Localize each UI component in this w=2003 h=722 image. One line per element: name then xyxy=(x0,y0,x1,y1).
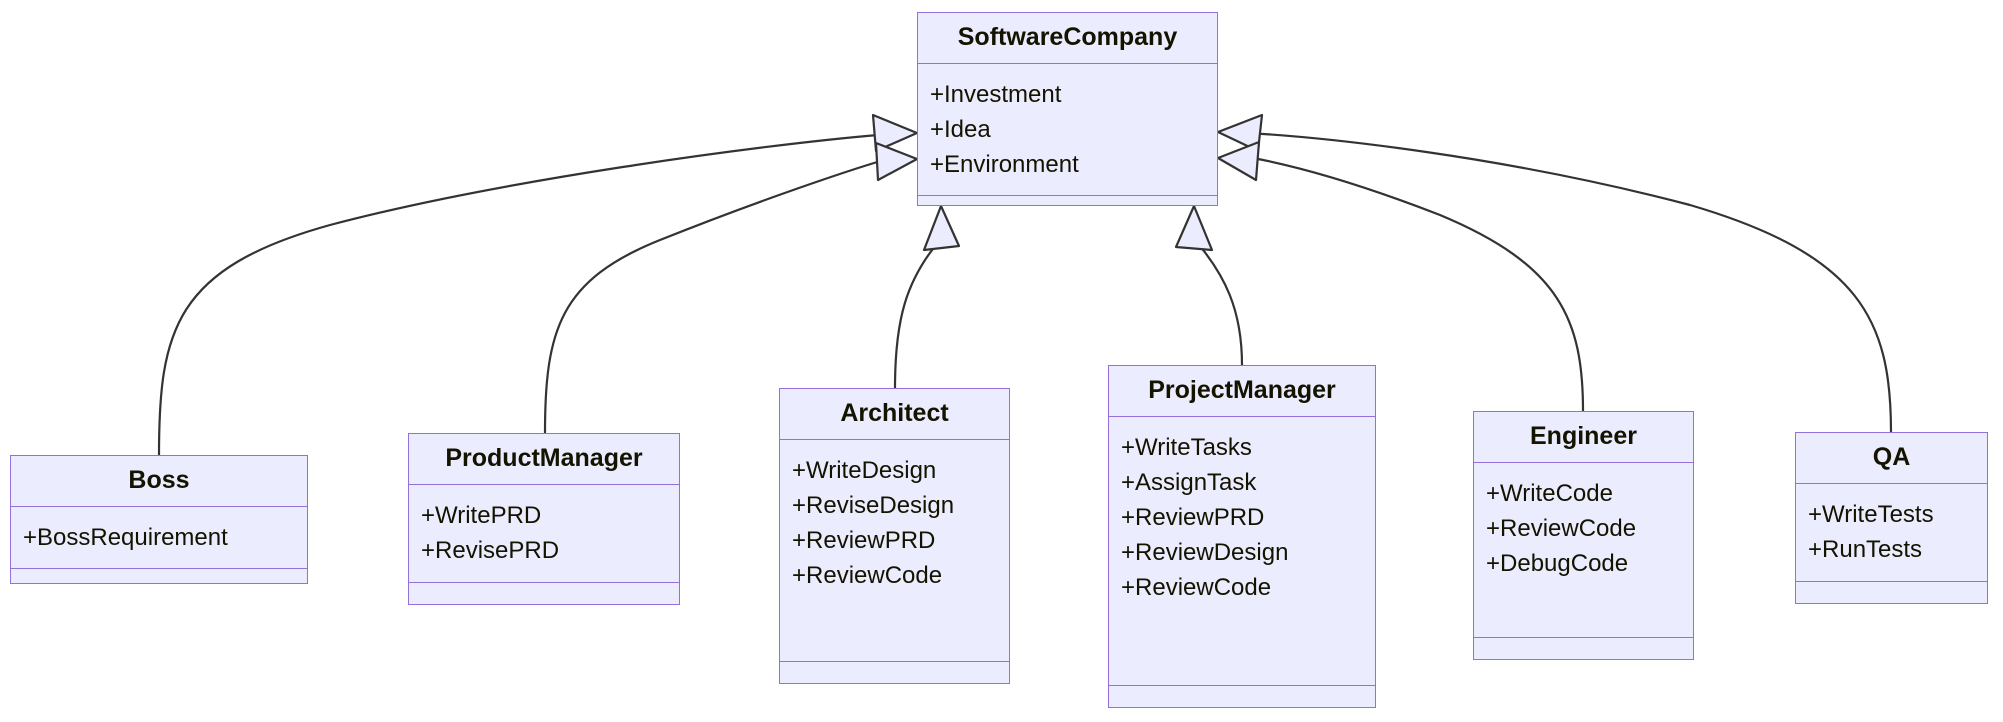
attribute-row: +WriteCode xyxy=(1486,480,1613,507)
class-title: Engineer xyxy=(1474,412,1693,463)
class-node-softwarecompany[interactable]: SoftwareCompany +Investment +Idea +Envir… xyxy=(917,12,1218,206)
edge-projectmanager-to-softwarecompany xyxy=(1194,239,1244,366)
class-attributes: +WritePRD +RevisePRD xyxy=(409,485,679,583)
class-title: Architect xyxy=(780,389,1009,440)
class-title: QA xyxy=(1796,433,1987,484)
attribute-row: +ReviewCode xyxy=(1121,574,1272,602)
attribute-row: +BossRequirement xyxy=(23,524,228,551)
arrowhead-generalization xyxy=(1174,204,1214,252)
attribute-row: +RevisePRD xyxy=(421,537,560,565)
arrowhead-generalization xyxy=(922,204,961,252)
attribute-row: +Investment xyxy=(930,81,1062,108)
edge-architect-to-softwarecompany xyxy=(893,239,941,389)
class-attributes: +WriteDesign +ReviseDesign +ReviewPRD +R… xyxy=(780,440,1009,662)
attribute-row: +WritePRD xyxy=(421,502,542,529)
class-methods xyxy=(1109,686,1375,707)
attribute-row: +WriteTasks xyxy=(1121,434,1252,461)
attribute-row: +Idea xyxy=(930,116,991,144)
class-attributes: +BossRequirement xyxy=(11,507,307,570)
attribute-row: +ReviewPRD xyxy=(792,527,936,555)
attribute-row: +WriteTests xyxy=(1808,501,1934,528)
class-node-boss[interactable]: Boss +BossRequirement xyxy=(10,455,308,584)
class-title: Boss xyxy=(11,456,307,507)
arrowhead-generalization xyxy=(871,113,919,153)
class-attributes: +WriteCode +ReviewCode +DebugCode xyxy=(1474,463,1693,638)
class-node-qa[interactable]: QA +WriteTests +RunTests xyxy=(1795,432,1988,604)
edge-boss-to-softwarecompany xyxy=(157,133,879,456)
attribute-row: +AssignTask xyxy=(1121,469,1257,497)
class-methods xyxy=(409,583,679,604)
class-methods xyxy=(1474,638,1693,659)
attribute-row: +ReviewCode xyxy=(792,562,943,590)
class-title: SoftwareCompany xyxy=(918,13,1217,64)
attribute-row: +RunTests xyxy=(1808,536,1923,564)
class-node-productmanager[interactable]: ProductManager +WritePRD +RevisePRD xyxy=(408,433,680,605)
attribute-row: +ReviewDesign xyxy=(1121,539,1289,567)
attribute-row: +WriteDesign xyxy=(792,457,937,484)
class-title: ProjectManager xyxy=(1109,366,1375,417)
class-title: ProductManager xyxy=(409,434,679,485)
attribute-row: +ReviewCode xyxy=(1486,515,1637,543)
class-node-projectmanager[interactable]: ProjectManager +WriteTasks +AssignTask +… xyxy=(1108,365,1376,708)
attribute-row: +DebugCode xyxy=(1486,550,1629,578)
class-attributes: +Investment +Idea +Environment xyxy=(918,64,1217,197)
arrowhead-generalization xyxy=(874,141,919,182)
class-methods xyxy=(1796,582,1987,603)
class-methods xyxy=(780,662,1009,683)
class-attributes: +WriteTasks +AssignTask +ReviewPRD +Revi… xyxy=(1109,417,1375,686)
class-node-engineer[interactable]: Engineer +WriteCode +ReviewCode +DebugCo… xyxy=(1473,411,1694,660)
class-methods xyxy=(11,569,307,583)
class-attributes: +WriteTests +RunTests xyxy=(1796,484,1987,582)
attribute-row: +ReviseDesign xyxy=(792,492,955,520)
class-node-architect[interactable]: Architect +WriteDesign +ReviseDesign +Re… xyxy=(779,388,1010,684)
attribute-row: +ReviewPRD xyxy=(1121,504,1265,532)
arrowhead-generalization xyxy=(1216,113,1264,153)
attribute-row: +Environment xyxy=(930,151,1079,179)
class-methods xyxy=(918,196,1217,205)
arrowhead-generalization xyxy=(1216,140,1261,182)
